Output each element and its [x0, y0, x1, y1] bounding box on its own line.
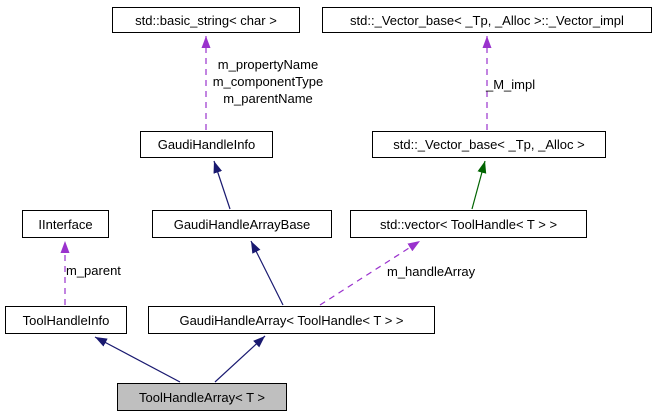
node-tool-handle-array-selected: ToolHandleArray< T >: [117, 383, 287, 411]
edge-label-m-parent-name: m_parentName: [223, 91, 313, 106]
node-std-vector-base-vector-impl: std::_Vector_base< _Tp, _Alloc >::_Vecto…: [322, 7, 652, 33]
node-std-vector-base: std::_Vector_base< _Tp, _Alloc >: [372, 131, 606, 158]
node-std-basic-string: std::basic_string< char >: [112, 7, 300, 33]
edge-label-m-impl: _M_impl: [486, 77, 536, 92]
node-gaudi-handle-info[interactable]: GaudiHandleInfo: [140, 131, 273, 158]
node-tool-handle-info[interactable]: ToolHandleInfo: [5, 306, 127, 334]
edge-label-member-strings: m_propertyName m_componentType m_parentN…: [203, 56, 333, 107]
usage-edge-gaudihandlearray-to-stdvector: [319, 240, 421, 306]
inheritance-edge-arraybase-to-handleinfo: [213, 160, 231, 210]
edge-label-m-parent: m_parent: [66, 263, 121, 278]
node-gaudi-handle-array[interactable]: GaudiHandleArray< ToolHandle< T > >: [148, 306, 435, 334]
edge-label-m-handle-array: m_handleArray: [387, 264, 476, 279]
inheritance-edge-toolhandlearray-to-gaudihandlearray: [214, 335, 266, 383]
inheritance-edge-stdvector-to-vectorbase: [471, 160, 487, 210]
inheritance-edge-toolhandlearray-to-toolhandleinfo: [94, 336, 181, 383]
node-gaudi-handle-array-base[interactable]: GaudiHandleArrayBase: [152, 210, 332, 238]
edge-label-m-component-type: m_componentType: [212, 74, 324, 89]
edge-label-m-property-name: m_propertyName: [217, 57, 319, 72]
node-iinterface[interactable]: IInterface: [22, 210, 109, 238]
node-std-vector-toolhandle: std::vector< ToolHandle< T > >: [350, 210, 587, 238]
inheritance-edge-gaudihandlearray-to-arraybase: [250, 240, 284, 306]
